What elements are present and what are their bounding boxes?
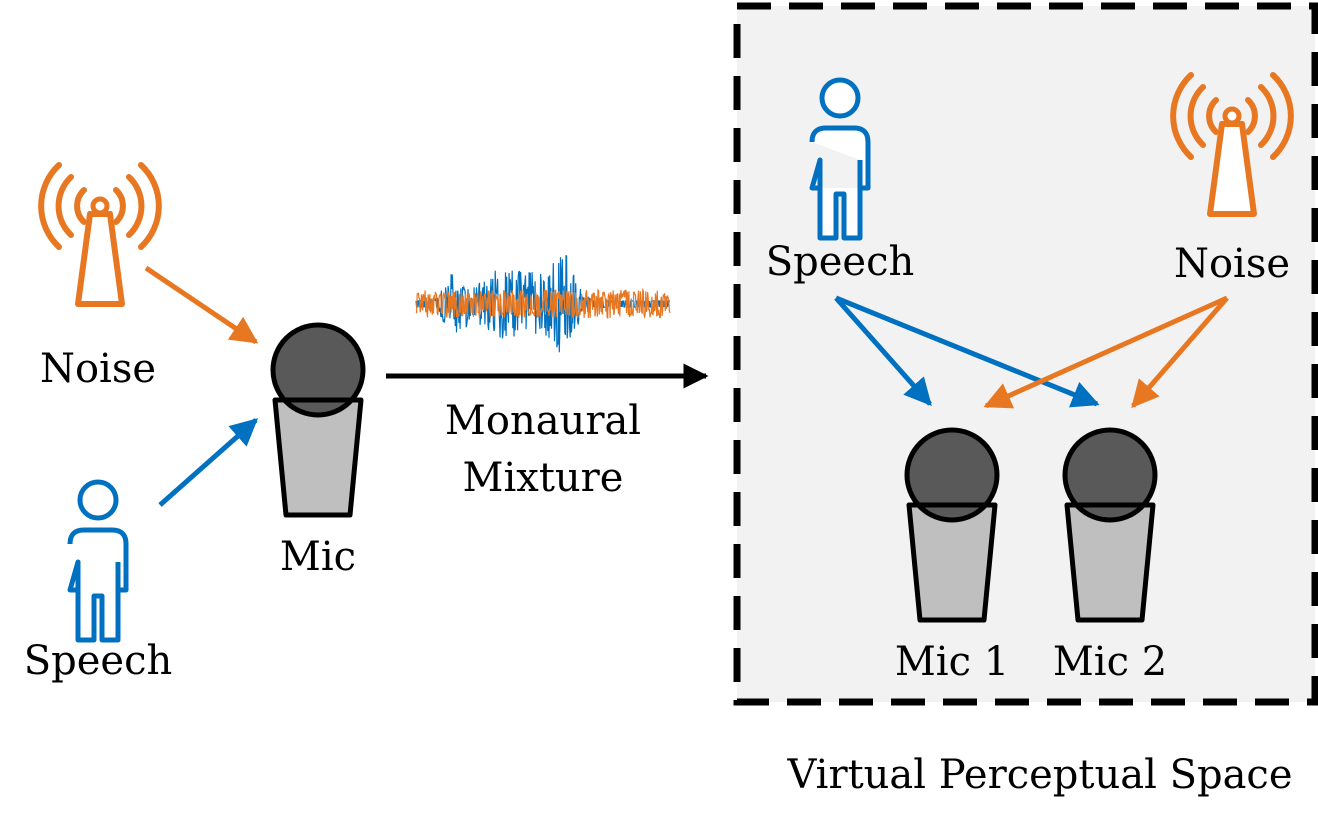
waveform-noise-trace: [415, 287, 671, 320]
panel-caption: Virtual Perceptual Space: [787, 752, 1293, 798]
mixture-label-line1: Monaural: [445, 398, 641, 444]
mixture-label-line2: Mixture: [463, 455, 624, 501]
microphone-icon: [273, 325, 363, 515]
noise-to-mic2-arrow: [1131, 296, 1229, 409]
panel-mic1-label: Mic 1: [895, 639, 1009, 685]
waveform-icon: [415, 255, 671, 353]
panel-mic2-label: Mic 2: [1053, 639, 1167, 685]
left-mic-label: Mic: [280, 534, 356, 580]
person-icon: [70, 482, 126, 640]
left-noise-label: Noise: [40, 346, 156, 392]
panel-noise-label: Noise: [1174, 241, 1290, 287]
panel-mic2: [1065, 430, 1155, 620]
noise-to-mic1-arrow: [983, 295, 1229, 409]
virtual-perceptual-space-panel: [733, 2, 1318, 706]
microphone-icon: [1065, 430, 1155, 620]
speech-to-mic-arrow: [158, 418, 259, 507]
speech-to-mic1-arrow: [834, 296, 932, 407]
left-noise-source: [41, 165, 159, 304]
panel-speech-label: Speech: [766, 239, 915, 285]
microphone-icon: [907, 430, 997, 620]
left-mic: [273, 325, 363, 515]
left-speech-source: [70, 482, 126, 640]
speech-to-mic2-arrow: [835, 295, 1100, 408]
antenna-icon: [41, 165, 159, 304]
left-speech-label: Speech: [24, 638, 173, 684]
panel-mic1: [907, 430, 997, 620]
noise-to-mic-arrow: [144, 265, 259, 345]
